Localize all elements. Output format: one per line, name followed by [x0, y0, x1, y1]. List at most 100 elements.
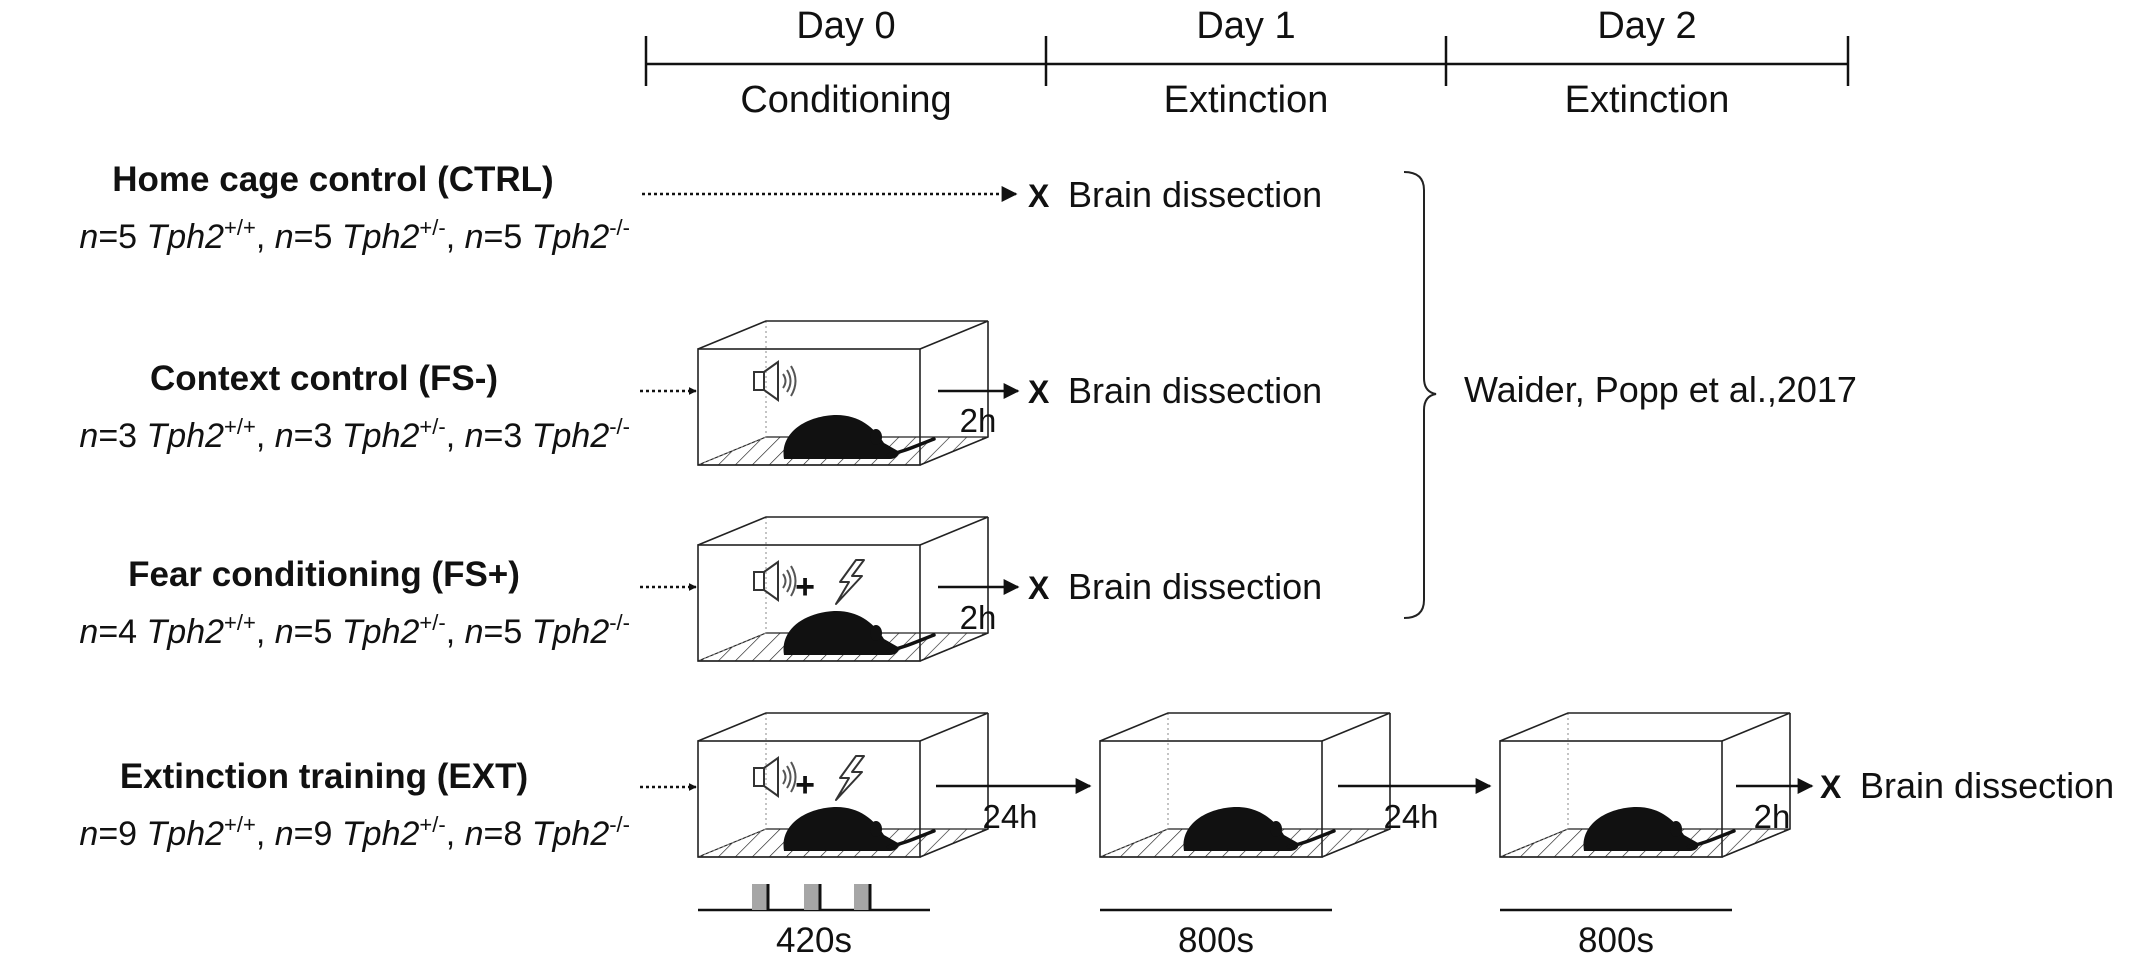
speaker-icon [753, 361, 797, 401]
separator: , [256, 613, 275, 651]
n-symbol: n [465, 218, 484, 256]
separator: , [256, 218, 275, 256]
group-ctrl: Home cage control (CTRL) n=5 Tph2+/+, n=… [79, 160, 630, 256]
duration-label: 800s [1178, 921, 1254, 960]
day-label: Day 2 [1597, 5, 1696, 47]
group-ext: Extinction training (EXT) n=9 Tph2+/+, n… [79, 757, 630, 853]
gene-name: Tph2 [147, 613, 225, 651]
separator: , [446, 218, 465, 256]
speaker-icon [753, 561, 797, 601]
phase-label: Extinction [1164, 79, 1329, 121]
n-value: =5 [294, 613, 342, 651]
n-value: =5 [484, 218, 532, 256]
brain-dissection-label: Brain dissection [1068, 174, 1322, 215]
genotype: +/+ [224, 812, 256, 837]
gene-name: Tph2 [342, 218, 420, 256]
n-symbol: n [465, 417, 484, 455]
genotype: +/+ [224, 414, 256, 439]
n-value: =8 [484, 815, 532, 853]
group-title: Context control (FS-) [150, 359, 498, 398]
genotype: +/+ [224, 610, 256, 635]
brain-dissection-label: Brain dissection [1860, 765, 2114, 806]
lightning-icon [835, 755, 865, 801]
n-value: =5 [294, 218, 342, 256]
ctrl-flow: X Brain dissection [642, 174, 1322, 215]
x-mark: X [1820, 769, 1842, 805]
gene-name: Tph2 [342, 815, 420, 853]
n-symbol: n [79, 613, 98, 651]
genotype: -/- [609, 215, 630, 240]
group-sample-sizes: n=4 Tph2+/+, n=5 Tph2+/-, n=5 Tph2-/- [79, 610, 630, 651]
timeline: Day 0 Day 1 Day 2 Conditioning Extinctio… [644, 5, 1850, 121]
n-symbol: n [275, 815, 294, 853]
n-symbol: n [79, 815, 98, 853]
plus-sign: + [795, 568, 815, 606]
n-value: =4 [98, 613, 146, 651]
group-sample-sizes: n=5 Tph2+/+, n=5 Tph2+/-, n=5 Tph2-/- [79, 215, 630, 256]
genotype: -/- [609, 610, 630, 635]
n-symbol: n [275, 417, 294, 455]
group-title: Home cage control (CTRL) [112, 160, 553, 199]
group-title: Fear conditioning (FS+) [128, 555, 520, 594]
reference-brace: Waider, Popp et al.,2017 [1403, 171, 1857, 619]
genotype: -/- [609, 414, 630, 439]
interval-label: 2h [1754, 798, 1791, 835]
genotype: -/- [609, 812, 630, 837]
gene-name: Tph2 [147, 417, 225, 455]
separator: , [446, 417, 465, 455]
lightning-icon [835, 559, 865, 605]
group-fs-plus: Fear conditioning (FS+) n=4 Tph2+/+, n=5… [79, 555, 630, 651]
tone-marker [804, 884, 820, 910]
n-symbol: n [79, 218, 98, 256]
fs-minus-flow: 2h X Brain dissection [640, 320, 1322, 466]
brain-dissection-label: Brain dissection [1068, 370, 1322, 411]
phase-label: Extinction [1565, 79, 1730, 121]
x-mark: X [1028, 178, 1050, 214]
n-value: =5 [98, 218, 146, 256]
separator: , [446, 613, 465, 651]
n-symbol: n [465, 815, 484, 853]
tone-marker [752, 884, 768, 910]
x-mark: X [1028, 374, 1050, 410]
genotype: +/+ [224, 215, 256, 240]
n-value: =5 [484, 613, 532, 651]
n-symbol: n [465, 613, 484, 651]
gene-name: Tph2 [342, 613, 420, 651]
n-value: =9 [294, 815, 342, 853]
group-fs-minus: Context control (FS-) n=3 Tph2+/+, n=3 T… [79, 359, 630, 455]
brain-dissection-label: Brain dissection [1068, 566, 1322, 607]
gene-name: Tph2 [342, 417, 420, 455]
gene-name: Tph2 [532, 815, 610, 853]
day-label: Day 1 [1196, 5, 1295, 47]
gene-name: Tph2 [532, 417, 610, 455]
separator: , [446, 815, 465, 853]
n-value: =3 [484, 417, 532, 455]
separator: , [256, 417, 275, 455]
genotype: +/- [419, 812, 445, 837]
separator: , [256, 815, 275, 853]
genotype: +/- [419, 610, 445, 635]
interval-label: 2h [960, 402, 997, 439]
day-label: Day 0 [796, 5, 895, 47]
gene-name: Tph2 [532, 218, 610, 256]
n-symbol: n [79, 417, 98, 455]
reference-citation: Waider, Popp et al.,2017 [1464, 369, 1857, 410]
plus-sign: + [795, 766, 815, 804]
group-title: Extinction training (EXT) [120, 757, 528, 796]
duration-label: 800s [1578, 921, 1654, 960]
n-value: =3 [294, 417, 342, 455]
interval-label: 24h [982, 798, 1037, 835]
tone-marker [854, 884, 870, 910]
duration-label: 420s [776, 921, 852, 960]
genotype: +/- [419, 414, 445, 439]
group-sample-sizes: n=9 Tph2+/+, n=9 Tph2+/-, n=8 Tph2-/- [79, 812, 630, 853]
group-sample-sizes: n=3 Tph2+/+, n=3 Tph2+/-, n=3 Tph2-/- [79, 414, 630, 455]
phase-label: Conditioning [740, 79, 951, 121]
n-symbol: n [275, 613, 294, 651]
interval-label: 24h [1383, 798, 1438, 835]
gene-name: Tph2 [532, 613, 610, 651]
speaker-icon [753, 757, 797, 797]
n-symbol: n [275, 218, 294, 256]
gene-name: Tph2 [147, 815, 225, 853]
